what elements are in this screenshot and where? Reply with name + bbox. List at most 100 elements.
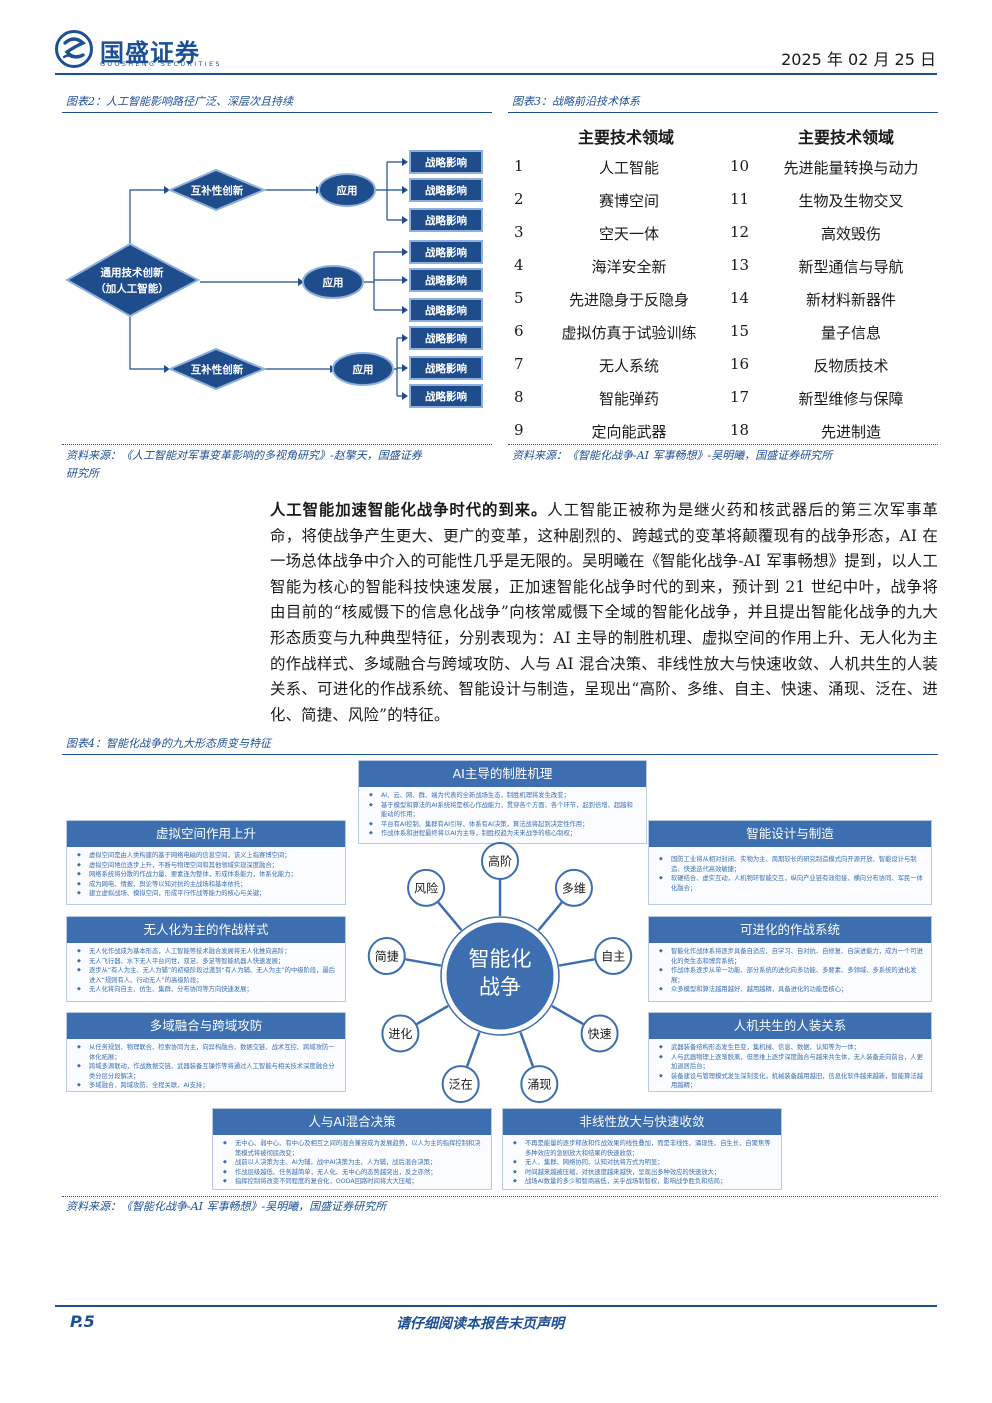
panel-ai-mechanism-list: AI、云、网、群、端为代表的全新战场生态，制胜机理将发生改变；基于模型和算法的A…	[359, 791, 646, 839]
row-number-right: 18	[730, 421, 750, 439]
fig4-feature-label: 涌现	[527, 1078, 551, 1092]
row-number-left: 3	[514, 223, 524, 241]
fig2-impact-box: 战略影响	[409, 356, 483, 380]
page-header: 国盛证券 GUOSHENG SECURITIES 2025 年 02 月 25 …	[0, 0, 992, 75]
row-tech-left: 空天一体	[598, 225, 659, 243]
fig4-source: 资料来源：《智能化战争-AI 军事畅想》-吴明曦，国盛证券研究所	[66, 1200, 387, 1213]
fig4-hub-spokes	[405, 880, 595, 1067]
panel-virtual-space-title: 虚拟空间作用上升	[67, 821, 345, 847]
panel-bullet-item: 虚拟空间地位逐步上升，不断与物理空间和其他领域实现深度融合；	[77, 861, 337, 871]
fig2-impact-label: 战略影响	[425, 390, 467, 403]
fig3-header-left: 主要技术领域	[578, 128, 675, 147]
panel-evolve: 可进化的作战系统 智能化作战体系将逐步具备自适应、自学习、自对抗、自修复、自演进…	[648, 916, 932, 1002]
fig4-spoke	[465, 1031, 481, 1067]
panel-bullet-item: 武器装备结构形态发生巨变，集机械、信息、数据、认知等为一体；	[659, 1043, 923, 1053]
row-number-right: 15	[730, 322, 750, 340]
fig4-feature-label: 进化	[388, 1027, 412, 1041]
fig2-source: 资料来源：《人工智能对军事变革影响的多视角研究》-赵擎天，国盛证券 研究所	[66, 447, 494, 483]
panel-bullet-item: 众多模型和算法越用越好、越用越精，具备进化的功能是核心；	[659, 985, 923, 995]
fig2-impact-box: 战略影响	[409, 268, 483, 292]
panel-bullet-item: 多域融合、跨域攻防、全程关联、AI支持；	[77, 1081, 337, 1091]
row-tech-left: 虚拟仿真于试验训练	[561, 324, 697, 342]
panel-hybrid-title: 人与AI混合决策	[213, 1109, 491, 1135]
fig4-center-line2: 战争	[479, 975, 521, 999]
row-tech-left: 赛博空间	[598, 192, 659, 210]
panel-design-list: 国防工业将从相对封闭、实物为主、周期较长的研究制造模式向开源开放、智能设计与制造…	[649, 855, 931, 893]
fig4-spoke	[537, 901, 563, 931]
panel-bullet-item: 作战体系和进程最终将以AI为主导，制胜权趋为未来战争的核心制权；	[369, 829, 638, 839]
panel-bullet-item: AI、云、网、群、端为代表的全新战场生态，制胜机理将发生改变；	[369, 791, 638, 801]
panel-multidomain: 多域融合与跨域攻防 从任务规划、物理联合、检索协同为主，向异构融合、数据交链、战…	[66, 1012, 346, 1092]
panel-nonlinear: 非线性放大与快速收敛 不再是能量的逐步释放和作战效果的线性叠加，而是非线性、涌现…	[502, 1108, 782, 1190]
fig2-impact-label: 战略影响	[425, 304, 467, 317]
fig2-impact-box: 战略影响	[409, 298, 483, 322]
panel-nonlinear-list: 不再是能量的逐步释放和作战效果的线性叠加，而是非线性、涌现性、自生长、自聚焦等多…	[503, 1139, 781, 1187]
row-tech-right: 先进制造	[820, 423, 881, 441]
panel-design-title: 智能设计与制造	[649, 821, 931, 847]
fig4-center-line1: 智能化	[469, 947, 532, 971]
panel-ai-mechanism-title: AI主导的制胜机理	[359, 761, 646, 787]
guosheng-logo-icon	[55, 30, 93, 68]
row-tech-left: 先进隐身于反隐身	[568, 291, 689, 309]
row-tech-left: 海洋安全新	[591, 258, 667, 276]
fig2-app-bottom-label: 应用	[353, 363, 374, 376]
header-rule	[55, 73, 937, 75]
fig3-source: 资料来源：《智能化战争-AI 军事畅想》-吴明曦，国盛证券研究所	[512, 449, 833, 462]
panel-multidomain-list: 从任务规划、物理联合、检索协同为主，向异构融合、数据交链、战术互控、跨域攻防一体…	[67, 1043, 345, 1091]
fig4-spoke	[405, 958, 442, 967]
fig2-app-top: 应用	[318, 173, 376, 207]
fig2-app-bottom: 应用	[332, 352, 394, 386]
fig4-feature-label: 泛在	[449, 1078, 473, 1092]
row-tech-right: 新型通信与导航	[798, 258, 904, 276]
row-tech-right: 量子信息	[820, 324, 881, 342]
panel-bullet-item: 战场AI数量的多少和智商高低，关乎战场制智权，影响战争胜负和结局；	[513, 1177, 773, 1187]
panel-design: 智能设计与制造 国防工业将从相对封闭、实物为主、周期较长的研究制造模式向开源开放…	[648, 820, 932, 905]
panel-bullet-item: 网络系统将分散的作战力量、要素连为整体，形成体系能力，体系化能力；	[77, 870, 337, 880]
fig4-spoke	[437, 901, 463, 931]
row-number-right: 12	[730, 223, 750, 241]
row-tech-right: 新材料新器件	[805, 291, 896, 309]
fig4-feature-node: 多维	[554, 868, 593, 907]
fig2-impact-box: 战略影响	[409, 384, 483, 408]
fig3-header-right: 主要技术领域	[798, 128, 895, 147]
panel-bullet-item: 基于模型和算法的AI系统将是核心作战能力，贯穿各个方面、各个环节，起到倍增、超越…	[369, 801, 638, 820]
fig2-root-line1: 通用技术创新	[101, 266, 164, 279]
panel-ai-mechanism: AI主导的制胜机理 AI、云、网、群、端为代表的全新战场生态，制胜机理将发生改变…	[358, 760, 647, 844]
fig4-spoke	[416, 1004, 449, 1026]
body-paragraph: 人工智能加速智能化战争时代的到来。人工智能正被称为是继火药和核武器后的第三次军事…	[270, 498, 938, 728]
panel-bullet-item: 人与武器物理上逐渐脱离，但思维上逐步深度融合与越来共生体，无人装备走向前台，人更…	[659, 1053, 923, 1072]
report-date: 2025 年 02 月 25 日	[781, 50, 936, 69]
row-number-right: 10	[730, 157, 750, 175]
panel-bullet-item: 国防工业将从相对封闭、实物为主、周期较长的研究制造模式向开源开放、智能设计与制造…	[659, 855, 923, 874]
fig2-impact-box: 战略影响	[409, 240, 483, 264]
row-number-left: 4	[514, 256, 524, 274]
panel-symbiosis-list: 武器装备结构形态发生巨变，集机械、信息、数据、认知等为一体；人与武器物理上逐渐脱…	[649, 1043, 931, 1091]
row-number-left: 8	[514, 388, 524, 406]
fig2-branch-bottom: 互补性创新	[167, 347, 267, 391]
row-tech-right: 先进能量转换与动力	[783, 159, 919, 177]
panel-bullet-item: 虚拟空间是由人类构建的基于网络电磁的信息空间，该义上指赛博空间；	[77, 851, 337, 861]
fig2-impact-label: 战略影响	[425, 156, 467, 169]
row-number-right: 17	[730, 388, 750, 406]
fig4-feature-label: 高阶	[488, 854, 512, 869]
panel-bullet-item: 平台有AI控制、集群有AI引导、体系有AI决策，算法战将起到决定性作用；	[369, 820, 638, 830]
fig4-caption: 图表4：智能化战争的九大形态质变与特征	[66, 737, 271, 750]
fig4-feature-node: 进化	[381, 1014, 420, 1053]
fig2-impact-label: 战略影响	[425, 214, 467, 227]
fig2-impact-label: 战略影响	[425, 332, 467, 345]
panel-nonlinear-title: 非线性放大与快速收敛	[503, 1109, 781, 1135]
fig4-diagram: AI主导的制胜机理 AI、云、网、群、端为代表的全新战场生态，制胜机理将发生改变…	[62, 756, 938, 1192]
panel-bullet-item: 无人化将向自主、仿生、集群、分布协同等方向快速发展；	[77, 985, 337, 995]
panel-bullet-item: 成为网电、情报、舆论等以知对抗的主战场和基本依托；	[77, 880, 337, 890]
fig2-impact-label: 战略影响	[425, 362, 467, 375]
fig2-branch-top: 互补性创新	[167, 168, 267, 212]
panel-virtual-space: 虚拟空间作用上升 虚拟空间是由人类构建的基于网络电磁的信息空间，该义上指赛博空间…	[66, 820, 346, 905]
panel-hybrid-list: 无中心、弱中心、有中心及相互之间的混合兼容成为发展趋势，以人为主的指挥控制和决策…	[213, 1139, 491, 1187]
panel-evolve-title: 可进化的作战系统	[649, 917, 931, 943]
